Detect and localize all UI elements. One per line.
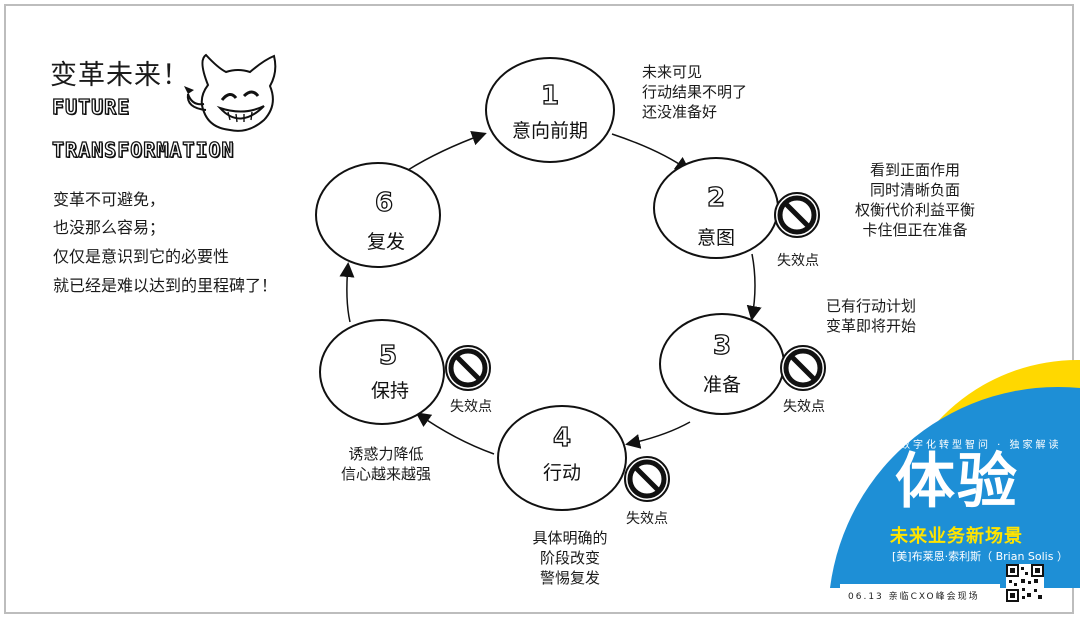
stage-1-label: 意向前期 xyxy=(512,120,588,142)
intro-line-4: 就已经是难以达到的里程碑了！ xyxy=(53,276,278,295)
arrow-1-to-2 xyxy=(611,133,691,172)
title-english-line2: TRANSFORMATION xyxy=(51,137,235,162)
no-entry-icon xyxy=(780,345,826,391)
stage-5-circle xyxy=(319,319,445,425)
fail-point-label-3: 失效点 xyxy=(783,399,825,415)
promo-blue-circle xyxy=(830,386,1080,588)
note-line: 变革即将开始 xyxy=(826,317,917,335)
grinning-devil-icon xyxy=(184,53,277,132)
arrow-3-to-4 xyxy=(625,421,691,449)
arrow-2-to-3 xyxy=(746,253,762,321)
title-english-line1: FUTURE xyxy=(51,94,131,119)
note-line: 还没准备好 xyxy=(642,103,718,121)
stage-3-circle xyxy=(659,313,785,415)
note-line: 权衡代价利益平衡 xyxy=(854,201,975,219)
note-stage-3: 已有行动计划 变革即将开始 xyxy=(826,296,916,336)
note-line: 诱惑力降低 xyxy=(348,445,424,463)
fail-point-label-5: 失效点 xyxy=(450,399,492,415)
qr-code-icon[interactable] xyxy=(1006,564,1044,602)
stage-6-number: 6 xyxy=(375,188,393,218)
note-line: 卡住但正在准备 xyxy=(862,221,968,239)
note-stage-1: 未来可见 行动结果不明了 还没准备好 xyxy=(642,62,747,122)
promo-author: [美]布莱恩·索利斯（ Brian Solis ） xyxy=(892,550,1068,563)
stage-6-label: 复发 xyxy=(367,231,405,253)
note-line: 具体明确的 xyxy=(532,529,608,547)
intro-line-1: 变革不可避免， xyxy=(53,190,166,209)
promo-subtitle: 数字化转型智问 · 独家解读 xyxy=(900,440,1062,451)
promo-date: 06.13 亲临CXO峰会现场 xyxy=(848,592,980,602)
stage-4-label: 行动 xyxy=(543,462,581,484)
note-stage-2: 看到正面作用 同时清晰负面 权衡代价利益平衡 卡住但正在准备 xyxy=(840,160,990,240)
note-line: 看到正面作用 xyxy=(869,161,960,179)
note-line: 未来可见 xyxy=(642,63,703,81)
promo-date-bar xyxy=(840,584,1000,604)
promo-tagline: 未来业务新场景 xyxy=(890,526,1023,547)
fail-point-label-4: 失效点 xyxy=(626,511,668,527)
arrow-6-to-1 xyxy=(407,131,487,171)
stage-6-circle xyxy=(315,162,441,268)
promo-badge xyxy=(830,359,1080,588)
stage-2-label: 意图 xyxy=(697,227,735,249)
stage-3-label: 准备 xyxy=(703,374,741,396)
arrow-5-to-6 xyxy=(339,262,355,323)
no-entry-icon xyxy=(445,345,491,391)
note-line: 同时清晰负面 xyxy=(869,181,960,199)
arrow-4-to-5 xyxy=(415,412,495,455)
stage-4-number: 4 xyxy=(553,423,571,453)
stage-1-circle xyxy=(485,57,615,163)
title-chinese: 变革未来！ xyxy=(50,60,190,91)
fail-point-label-2: 失效点 xyxy=(777,253,819,269)
stage-4-circle xyxy=(497,405,627,511)
note-stage-5: 诱惑力降低 信心越来越强 xyxy=(326,444,446,484)
note-line: 阶段改变 xyxy=(539,549,600,567)
promo-headline: 体验 xyxy=(895,447,1019,517)
stage-2-number: 2 xyxy=(707,183,725,213)
intro-line-3: 仅仅是意识到它的必要性 xyxy=(53,247,230,266)
note-line: 警惕复发 xyxy=(539,569,600,587)
intro-line-2: 也没那么容易； xyxy=(53,218,166,237)
note-line: 行动结果不明了 xyxy=(642,83,748,101)
stage-5-number: 5 xyxy=(379,341,397,371)
stage-3-number: 3 xyxy=(713,331,731,361)
no-entry-icon xyxy=(774,192,820,238)
stage-1-number: 1 xyxy=(541,81,559,111)
note-line: 已有行动计划 xyxy=(826,297,917,315)
stage-5-label: 保持 xyxy=(371,380,409,402)
no-entry-icon xyxy=(624,456,670,502)
note-line: 信心越来越强 xyxy=(340,465,431,483)
note-stage-4: 具体明确的 阶段改变 警惕复发 xyxy=(520,528,620,588)
